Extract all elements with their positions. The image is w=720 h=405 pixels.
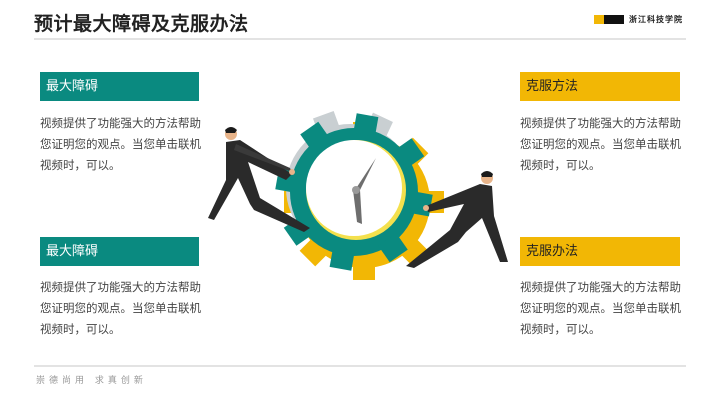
- footer-divider: [34, 365, 686, 367]
- clock-center: [352, 186, 360, 194]
- gear-clock-tug-of-war-illustration: [208, 110, 508, 280]
- obstacle-body-1: 视频提供了功能强大的方法帮助您证明您的观点。当您单击联机视频时，可以。: [40, 116, 201, 172]
- solution-heading-2: 克服办法: [520, 237, 680, 266]
- obstacle-heading-2: 最大障碍: [40, 237, 199, 266]
- logo-black-block: [604, 15, 624, 24]
- solution-body-1: 视频提供了功能强大的方法帮助您证明您的观点。当您单击联机视频时，可以。: [520, 116, 681, 172]
- title-divider: [34, 38, 686, 40]
- obstacle-body-2: 视频提供了功能强大的方法帮助您证明您的观点。当您单击联机视频时，可以。: [40, 280, 201, 336]
- page-title: 预计最大障碍及克服办法: [34, 13, 249, 35]
- solution-body-2: 视频提供了功能强大的方法帮助您证明您的观点。当您单击联机视频时，可以。: [520, 280, 681, 336]
- footer-motto: 崇德尚用 求真创新: [36, 376, 147, 386]
- left-businessman-icon: [208, 127, 310, 232]
- obstacle-heading-1: 最大障碍: [40, 72, 199, 101]
- logo-text: 浙江科技学院: [629, 14, 683, 24]
- clock-hour-hand: [355, 158, 376, 192]
- solution-heading-1: 克服方法: [520, 72, 680, 101]
- logo: 浙江科技学院: [594, 14, 683, 25]
- clock-minute-hand: [353, 190, 362, 224]
- right-businessman-icon: [406, 171, 508, 268]
- logo-yellow-block: [594, 15, 604, 24]
